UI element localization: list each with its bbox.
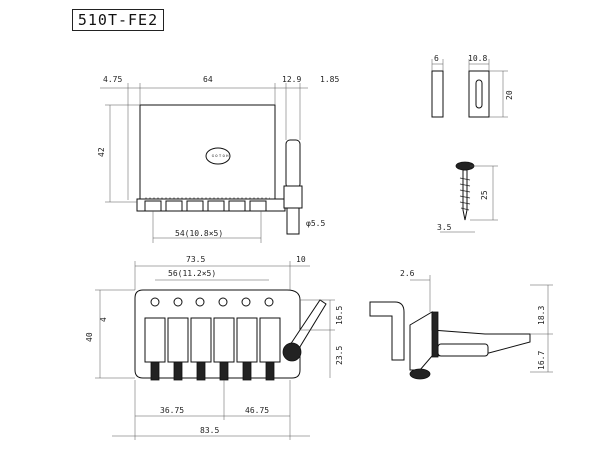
dim-right-top: 16.5 bbox=[335, 306, 344, 325]
saddle bbox=[186, 200, 204, 212]
mount-hole bbox=[264, 297, 274, 307]
dim-insert-width-b: 10.8 bbox=[468, 54, 487, 63]
insert-block-narrow bbox=[431, 70, 444, 118]
mount-hole bbox=[173, 297, 183, 307]
arm-socket-base bbox=[283, 185, 303, 209]
dim-front-height: 40 bbox=[85, 332, 94, 342]
saddle bbox=[207, 200, 225, 212]
dim-left-offset: 4.75 bbox=[103, 75, 122, 84]
side-view-knob bbox=[409, 368, 431, 380]
model-title: 510T-FE2 bbox=[77, 11, 159, 29]
mount-hole bbox=[195, 297, 205, 307]
saddle bbox=[259, 317, 281, 363]
dim-screw-length: 25 bbox=[480, 190, 489, 200]
arm-shaft bbox=[286, 207, 300, 235]
dim-right-bottom: 23.5 bbox=[335, 346, 344, 365]
dim-right-offset: 12.9 bbox=[282, 75, 301, 84]
mount-holes bbox=[150, 297, 274, 307]
saddle bbox=[190, 317, 212, 363]
dim-hole-spacing: 56(11.2×5) bbox=[168, 269, 216, 278]
brand-logo-mark: ᴳᴼᵀᴼᴴ bbox=[211, 154, 229, 161]
model-title-box: 510T-FE2 bbox=[72, 9, 164, 31]
side-view-arm bbox=[369, 301, 405, 361]
mount-hole bbox=[241, 297, 251, 307]
top-view-saddles bbox=[144, 200, 267, 212]
arm-socket-front bbox=[282, 342, 302, 362]
dim-side-top: 2.6 bbox=[400, 269, 415, 278]
dim-total-to-hole: 73.5 bbox=[186, 255, 205, 264]
dim-arm-offset: 1.85 bbox=[320, 75, 339, 84]
spring bbox=[242, 361, 252, 381]
intonation-springs bbox=[150, 361, 275, 381]
saddle bbox=[236, 317, 258, 363]
spring bbox=[150, 361, 160, 381]
dim-side-lower: 16.7 bbox=[537, 351, 546, 370]
saddle bbox=[144, 200, 162, 212]
insert-view: 6 10.8 20 bbox=[431, 54, 514, 118]
spring bbox=[219, 361, 229, 381]
spring bbox=[265, 361, 275, 381]
dim-left-small: 4 bbox=[99, 317, 108, 322]
front-view: 73.5 10 56(11.2×5) 40 4 16.5 23.5 36.75 … bbox=[85, 255, 344, 440]
brand-logo bbox=[205, 147, 231, 165]
screw-thread bbox=[459, 177, 471, 211]
saddle bbox=[249, 200, 267, 212]
arm-socket bbox=[285, 139, 301, 189]
top-view: ᴳᴼᵀᴼᴴ 4.75 64 12.9 1.85 42 bbox=[97, 75, 339, 243]
saddle bbox=[228, 200, 246, 212]
dim-insert-width-a: 6 bbox=[434, 54, 439, 63]
dim-arm-diameter: φ5.5 bbox=[306, 219, 325, 228]
saddle bbox=[167, 317, 189, 363]
dim-bottom-left: 36.75 bbox=[160, 406, 184, 415]
dim-top-width: 64 bbox=[203, 75, 213, 84]
dim-screw-diameter: 3.5 bbox=[437, 223, 452, 232]
dim-front-total: 83.5 bbox=[200, 426, 219, 435]
dim-side-upper: 18.3 bbox=[537, 306, 546, 325]
screw-shank bbox=[462, 169, 468, 221]
dim-insert-height: 20 bbox=[505, 90, 514, 100]
saddle bbox=[165, 200, 183, 212]
spring bbox=[173, 361, 183, 381]
dim-bottom-right: 46.75 bbox=[245, 406, 269, 415]
mount-hole bbox=[218, 297, 228, 307]
saddle bbox=[144, 317, 166, 363]
dim-string-spacing: 54(10.8×5) bbox=[175, 229, 223, 238]
mount-hole bbox=[150, 297, 160, 307]
side-view: 2.6 18.3 16.7 bbox=[369, 269, 553, 380]
saddle bbox=[213, 317, 235, 363]
side-view-body bbox=[409, 311, 531, 371]
dim-hole-offset: 10 bbox=[296, 255, 306, 264]
side-view-block bbox=[437, 343, 489, 357]
screw-view: 25 3.5 bbox=[437, 161, 498, 233]
insert-slot bbox=[475, 79, 483, 109]
spring bbox=[196, 361, 206, 381]
dim-top-height: 42 bbox=[97, 147, 106, 157]
side-view-plate bbox=[431, 311, 439, 358]
